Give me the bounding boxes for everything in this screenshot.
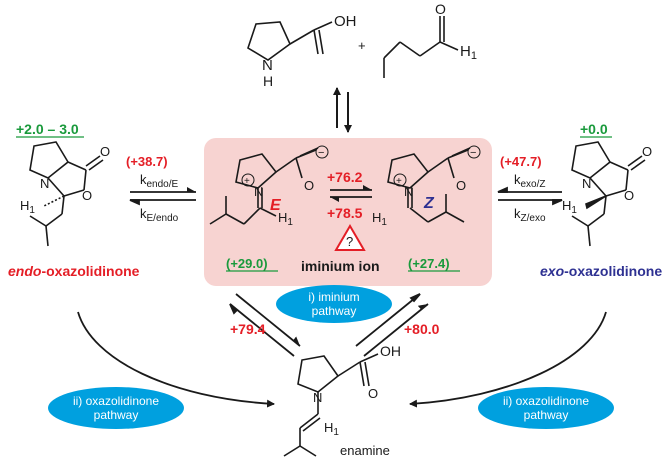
z-exo-equilibrium-arrows <box>497 186 563 206</box>
warning-question-mark: ? <box>346 234 353 249</box>
top-n-label: N <box>262 57 273 74</box>
e-geometry-label: E <box>270 197 282 214</box>
e-iminium-energy: (+29.0) <box>226 256 268 271</box>
z-iminium-structure <box>387 147 471 223</box>
right-oxazolidinone-badge <box>478 387 614 429</box>
aldehyde-o-label: O <box>435 1 446 17</box>
endo-ts-energy: (+38.7) <box>126 154 168 169</box>
z-n-label: N <box>404 184 413 199</box>
endo-h: H1 <box>20 198 35 216</box>
exo-ring-o: O <box>624 188 634 203</box>
iminium-pathway-arrows <box>229 293 429 357</box>
e-o-minus: − <box>318 147 324 159</box>
k-endo-e: kendo/E <box>140 172 179 190</box>
k-e-endo: kE/endo <box>140 206 179 224</box>
left-oxazolidinone-line1: ii) oxazolidinone <box>73 394 159 408</box>
exo-energy: +0.0 <box>580 121 608 137</box>
aldehyde-h-label: H1 <box>460 43 477 62</box>
left-oxazolidinone-badge <box>48 387 184 429</box>
exo-carbonyl-o: O <box>642 144 652 159</box>
e-n-plus: + <box>244 176 250 187</box>
enamine-h: H1 <box>324 420 339 438</box>
z-geometry-label: Z <box>423 195 435 212</box>
right-oxazolidinone-line1: ii) oxazolidinone <box>503 394 589 408</box>
k-exo-z: kexo/Z <box>514 172 546 190</box>
endo-e-equilibrium-arrows <box>129 187 196 206</box>
z-o-minus: − <box>470 147 476 159</box>
e-n-charge-circle <box>241 173 255 187</box>
right-enamine-ts-energy: +80.0 <box>404 321 440 337</box>
e-iminium-structure <box>209 147 319 225</box>
iminium-pathway-badge <box>276 285 392 323</box>
endo-carbonyl-o: O <box>100 144 110 159</box>
warning-triangle-icon <box>334 224 366 251</box>
k-z-exo: kZ/exo <box>514 206 546 224</box>
z-n-charge-circle <box>393 173 407 187</box>
exo-n: N <box>582 176 591 191</box>
z-o-charge-circle <box>467 145 481 159</box>
enamine-o: O <box>368 386 378 401</box>
right-oxazolidinone-line2: pathway <box>524 408 569 422</box>
z-n-plus: + <box>396 176 402 187</box>
e-o-charge-circle <box>315 145 329 159</box>
top-equilibrium-arrows <box>333 87 352 133</box>
top-reactants <box>247 16 459 78</box>
enamine-label: enamine <box>340 443 390 458</box>
top-nh-h-label: H <box>263 73 273 89</box>
exo-structure <box>571 141 646 247</box>
enamine-oh: OH <box>380 343 401 359</box>
e-n-label: N <box>254 184 263 199</box>
z-o-label: O <box>456 178 466 193</box>
endo-n: N <box>40 176 49 191</box>
exo-h: H1 <box>562 198 577 216</box>
enamine-structure <box>283 353 379 457</box>
e-o-label: O <box>304 178 314 193</box>
endo-structure <box>29 141 104 247</box>
enamine-n: N <box>313 390 322 405</box>
exo-ts-energy: (+47.7) <box>500 154 542 169</box>
endo-ring-o: O <box>82 188 92 203</box>
exo-name: exo-oxazolidinone <box>540 263 662 279</box>
ez-ts-energy-top: +76.2 <box>327 169 363 185</box>
proline-ring <box>247 21 291 61</box>
endo-name: endo-oxazolidinone <box>8 263 140 279</box>
z-h-label: H1 <box>372 210 387 228</box>
oxazolidinone-pathway-curves <box>77 311 607 408</box>
e-h-label: H1 <box>278 210 293 228</box>
iminium-box <box>204 138 492 286</box>
ez-ts-energy-bottom: +78.5 <box>327 205 363 221</box>
endo-energy: +2.0 – 3.0 <box>16 121 79 137</box>
z-iminium-energy: (+27.4) <box>408 256 450 271</box>
left-enamine-ts-energy: +79.4 <box>230 321 266 337</box>
left-oxazolidinone-line2: pathway <box>94 408 139 422</box>
iminium-ion-label: iminium ion <box>301 258 380 274</box>
plus-sign: + <box>358 38 366 53</box>
iminium-pathway-line2: pathway <box>312 304 357 318</box>
ez-equilibrium-arrows <box>330 185 372 202</box>
top-oh-label: OH <box>334 13 357 30</box>
iminium-pathway-line1: i) iminium <box>308 290 359 304</box>
